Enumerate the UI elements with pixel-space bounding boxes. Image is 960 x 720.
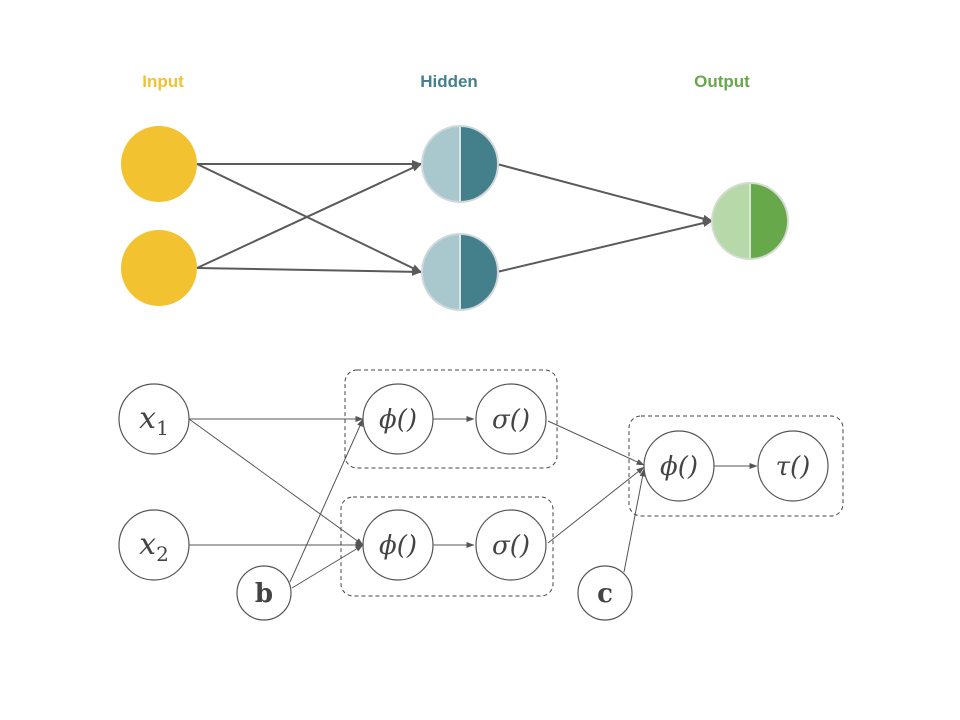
phi-output-label: ϕ() xyxy=(660,452,698,482)
output-unit-box xyxy=(628,415,844,517)
hidden-node-2 xyxy=(421,233,499,311)
input-x1-node: x1 xyxy=(118,383,190,455)
phi-output-node: ϕ() xyxy=(643,430,715,502)
input-node-1 xyxy=(121,126,197,202)
edge-x1-phi2 xyxy=(188,418,364,546)
sigma-label-2: σ() xyxy=(492,531,530,561)
edge-input2-hidden1 xyxy=(196,163,422,269)
top-edges xyxy=(196,160,713,276)
edge-sigma2-phi-out xyxy=(547,466,645,544)
edge-input1-hidden2 xyxy=(196,163,422,273)
output-layer-title: Output xyxy=(694,72,750,91)
bias-c-node: c xyxy=(577,565,633,621)
hidden-unit-box-1 xyxy=(344,369,558,469)
hidden-unit-box-2 xyxy=(340,496,554,597)
x2-sub: 2 xyxy=(156,542,169,566)
output-node xyxy=(711,182,789,260)
bias-b-label: b xyxy=(255,579,273,609)
bias-b-node: b xyxy=(236,565,292,621)
edge-b-phi2 xyxy=(291,544,364,589)
svg-text:x1: x1 xyxy=(139,401,169,440)
x1-sub: 1 xyxy=(156,416,169,440)
edge-sigma1-phi-out xyxy=(547,420,645,466)
x1-var: x xyxy=(139,401,156,436)
sigma-node-2: σ() xyxy=(475,509,547,581)
edge-hidden1-output xyxy=(496,163,713,223)
bottom-edges xyxy=(188,416,758,589)
x2-var: x xyxy=(139,527,156,562)
tau-output-node: τ() xyxy=(757,430,829,502)
phi-node-1: ϕ() xyxy=(362,383,434,455)
sigma-label-1: σ() xyxy=(492,405,530,435)
phi-node-2: ϕ() xyxy=(362,509,434,581)
phi-label-1: ϕ() xyxy=(379,405,417,435)
hidden-node-1 xyxy=(421,125,499,203)
bias-c-label: c xyxy=(597,579,613,609)
phi-label-2: ϕ() xyxy=(379,531,417,561)
edge-input2-hidden2 xyxy=(196,267,422,276)
svg-text:x2: x2 xyxy=(139,527,169,566)
input-node-2 xyxy=(121,230,197,306)
hidden-layer-title: Hidden xyxy=(420,72,478,91)
bottom-network: x1 x2 b c ϕ() σ() xyxy=(118,369,844,621)
tau-output-label: τ() xyxy=(776,452,811,482)
edge-b-phi1 xyxy=(289,418,364,583)
input-x2-node: x2 xyxy=(118,509,190,581)
edge-hidden2-output xyxy=(496,219,713,273)
top-network: Input Hidden Output xyxy=(121,72,789,311)
sigma-node-1: σ() xyxy=(475,383,547,455)
edge-c-phi-out xyxy=(623,468,646,573)
input-layer-title: Input xyxy=(142,72,184,91)
